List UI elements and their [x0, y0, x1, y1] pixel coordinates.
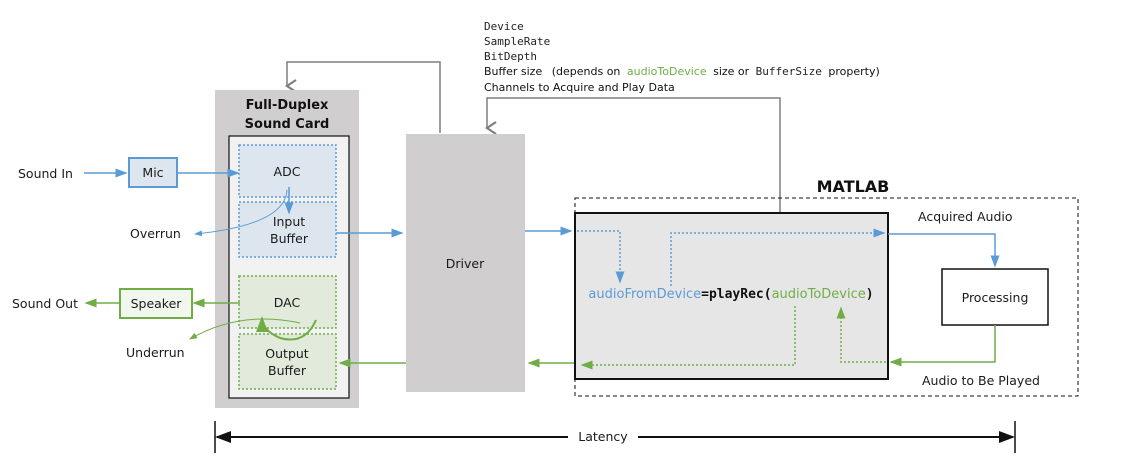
- overrun-label: Overrun: [130, 226, 181, 241]
- speaker-label: Speaker: [131, 296, 183, 311]
- sound-out-label: Sound Out: [12, 296, 78, 311]
- sound-in-label: Sound In: [18, 166, 73, 181]
- adc-block: [238, 144, 337, 198]
- driver-block: [406, 134, 525, 392]
- playrec-expression: audioFromDevice=playRec(audioToDevice): [588, 287, 873, 302]
- setting-sample-rate: SampleRate: [484, 35, 550, 48]
- acquired-audio-label: Acquired Audio: [918, 209, 1013, 224]
- mic-label: Mic: [142, 165, 163, 180]
- output-buffer-label-1: Output: [265, 346, 309, 361]
- dac-label: DAC: [274, 295, 301, 310]
- playrec-block: [574, 212, 889, 380]
- input-buffer-block: [238, 201, 337, 258]
- sound-card-title-2: Sound Card: [245, 117, 330, 132]
- play-dotted-path: [580, 306, 796, 370]
- underrun-label: Underrun: [126, 345, 185, 360]
- underrun-arrow: [189, 318, 301, 340]
- matlab-to-driver-connector: [484, 97, 781, 212]
- setting-bit-depth: BitDepth: [484, 50, 537, 63]
- output-buffer-label-2: Buffer: [268, 363, 307, 378]
- settings-list: Device SampleRate BitDepth Buffer size (…: [484, 20, 880, 94]
- output-buffer-block: [238, 333, 337, 390]
- audio-to-play-arrow: [889, 325, 996, 367]
- setting-channels: Channels to Acquire and Play Data: [484, 81, 675, 94]
- acquired-audio-arrow: [888, 233, 1000, 268]
- audio-to-be-played-label: Audio to Be Played: [922, 373, 1040, 388]
- setting-buffer-size: Buffer size (depends on audioToDevice si…: [484, 65, 880, 78]
- driver-to-card-connector: [284, 61, 441, 133]
- input-buffer-label-2: Buffer: [270, 231, 309, 246]
- processing-block: [941, 268, 1049, 326]
- input-buffer-label-1: Input: [273, 214, 305, 229]
- overrun-arrow: [194, 189, 288, 237]
- matlab-title: MATLAB: [817, 177, 890, 196]
- setting-device: Device: [484, 20, 524, 33]
- speaker-box: [119, 288, 193, 319]
- processing-label: Processing: [962, 290, 1029, 305]
- buffer-to-dac-arrow: [256, 316, 317, 341]
- latency-label: Latency: [578, 429, 628, 444]
- output-dotted-path: [670, 228, 886, 286]
- sound-card-title-1: Full-Duplex: [246, 98, 329, 113]
- driver-label: Driver: [446, 256, 485, 271]
- input-dotted-path: [577, 230, 625, 284]
- adc-label: ADC: [274, 164, 301, 179]
- todevice-dotted-path: [836, 306, 886, 363]
